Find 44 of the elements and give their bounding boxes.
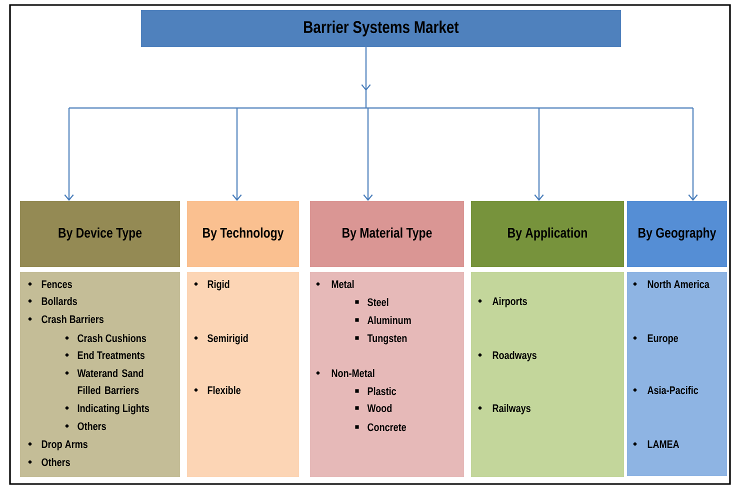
list-item: Plastic <box>368 387 396 396</box>
list-item: Semirigid <box>208 334 248 344</box>
list-panel <box>187 272 299 477</box>
list-item: Roadways <box>492 351 536 362</box>
list-panel <box>20 272 180 477</box>
title-box: Barrier Systems Market <box>141 10 621 47</box>
category-header: By Application <box>471 201 624 267</box>
list-item: Airports <box>492 297 527 308</box>
arrow <box>64 108 74 201</box>
list-panel <box>471 272 624 477</box>
category-header: By Material Type <box>310 201 464 267</box>
list-item: Rigid <box>208 280 230 290</box>
arrow <box>363 108 373 201</box>
list-item: Europe <box>648 334 678 344</box>
list-item: Metal <box>332 280 354 288</box>
list-item: Drop Arms <box>42 440 88 450</box>
list-item: Tungsten <box>367 334 407 344</box>
list-panel <box>627 272 727 476</box>
list-item: Indicating Lights <box>78 404 150 414</box>
list-item: Concrete <box>368 423 406 432</box>
list-item: Steel <box>368 298 388 306</box>
list-item: Non-Metal <box>332 369 374 378</box>
list-item: Others <box>78 422 106 430</box>
list-item: Wood <box>367 404 392 412</box>
arrow <box>688 108 698 201</box>
list-item: Crash Barriers <box>42 315 104 324</box>
list-item: Waterand Sand Filled Barriers <box>77 369 144 394</box>
category-header: By Geography <box>627 201 727 267</box>
list-item: Railways <box>492 404 530 414</box>
list-item: Bollards <box>42 297 77 306</box>
list-item: LAMEA <box>648 440 680 448</box>
list-panel <box>310 272 464 477</box>
list-item: Asia-Pacific <box>648 386 698 394</box>
list-item: Fences <box>42 280 72 288</box>
list-item: Flexible <box>208 386 241 394</box>
category-header: By Technology <box>187 201 299 267</box>
arrow <box>232 108 242 201</box>
list-item: Crash Cushions <box>78 334 146 342</box>
list-item: Others <box>42 458 70 466</box>
list-item: Aluminum <box>368 316 411 324</box>
category-header: By Device Type <box>20 201 180 267</box>
list-item: North America <box>648 280 710 288</box>
list-item: End Treatments <box>78 351 145 360</box>
arrow <box>534 108 544 201</box>
